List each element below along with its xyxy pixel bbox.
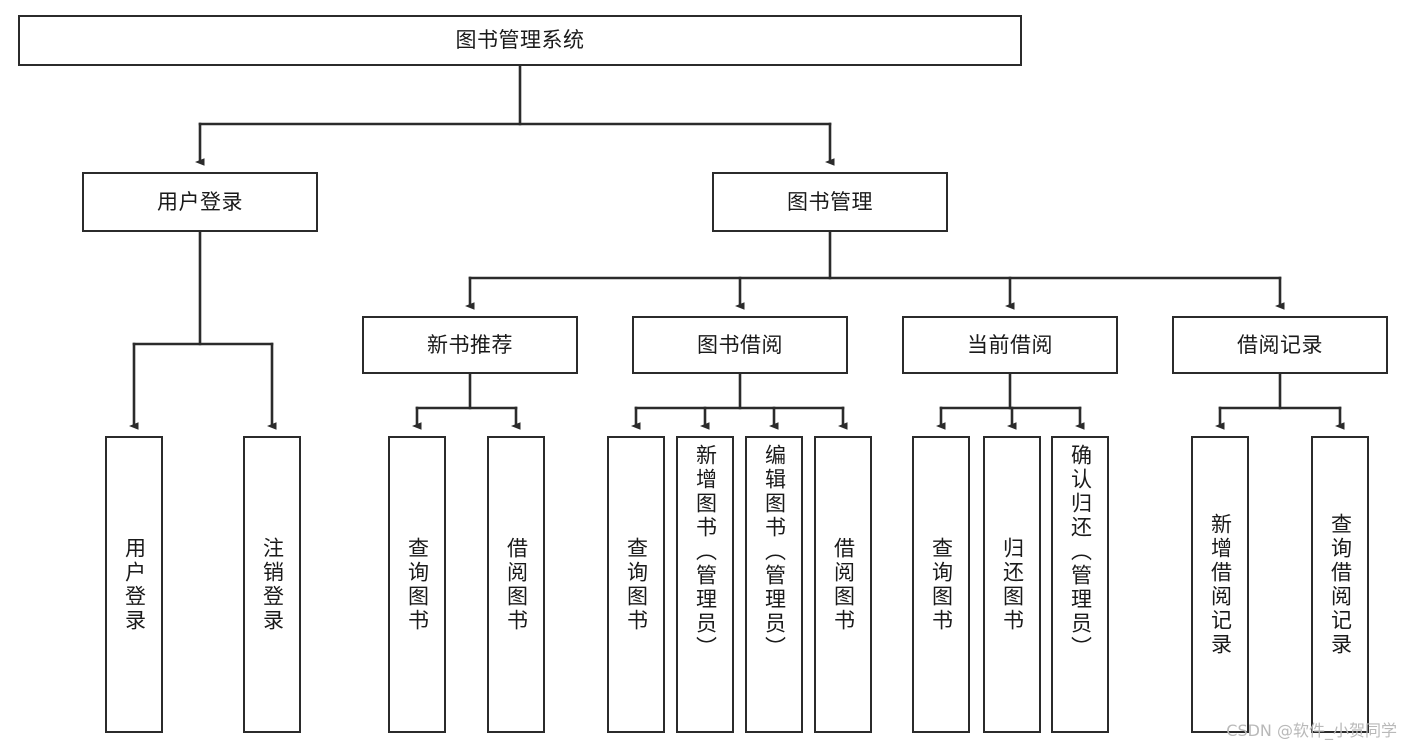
node-label: 查询图书 bbox=[405, 536, 430, 633]
node-label: 借阅图书 bbox=[831, 536, 856, 633]
node-login[interactable]: 用户登录 bbox=[82, 172, 318, 232]
node-label: 用户登录 bbox=[122, 536, 147, 633]
node-label: 图书管理 bbox=[787, 189, 873, 214]
node-leaf-rec-1[interactable]: 新增借阅记录 bbox=[1191, 436, 1249, 733]
node-leaf-login-1[interactable]: 用户登录 bbox=[105, 436, 163, 733]
node-label: 图书管理系统 bbox=[455, 28, 585, 53]
node-leaf-cur-2[interactable]: 归还图书 bbox=[983, 436, 1041, 733]
node-current[interactable]: 当前借阅 bbox=[902, 316, 1118, 374]
node-borrow[interactable]: 图书借阅 bbox=[632, 316, 848, 374]
node-label: 新增借阅记录 bbox=[1208, 512, 1233, 657]
node-label: 图书借阅 bbox=[697, 332, 783, 357]
node-leaf-new-2[interactable]: 借阅图书 bbox=[487, 436, 545, 733]
node-root[interactable]: 图书管理系统 bbox=[18, 15, 1022, 66]
node-label: 新增图书（管理员） bbox=[693, 444, 718, 660]
node-leaf-bor-3[interactable]: 编辑图书（管理员） bbox=[745, 436, 803, 733]
node-label: 注销登录 bbox=[260, 536, 285, 633]
node-label: 查询借阅记录 bbox=[1328, 512, 1353, 657]
node-label: 新书推荐 bbox=[427, 332, 513, 357]
node-label: 归还图书 bbox=[1000, 536, 1025, 633]
node-leaf-new-1[interactable]: 查询图书 bbox=[388, 436, 446, 733]
node-leaf-cur-3[interactable]: 确认归还（管理员） bbox=[1051, 436, 1109, 733]
node-leaf-login-2[interactable]: 注销登录 bbox=[243, 436, 301, 733]
node-label: 借阅记录 bbox=[1237, 332, 1323, 357]
node-label: 编辑图书（管理员） bbox=[762, 444, 787, 660]
node-bookmgmt[interactable]: 图书管理 bbox=[712, 172, 948, 232]
watermark: CSDN @软件_小贺同学 bbox=[1226, 721, 1397, 740]
node-leaf-bor-1[interactable]: 查询图书 bbox=[607, 436, 665, 733]
node-label: 查询图书 bbox=[929, 536, 954, 633]
node-label: 当前借阅 bbox=[967, 332, 1053, 357]
node-leaf-rec-2[interactable]: 查询借阅记录 bbox=[1311, 436, 1369, 733]
node-records[interactable]: 借阅记录 bbox=[1172, 316, 1388, 374]
node-label: 确认归还（管理员） bbox=[1068, 444, 1093, 660]
node-newbook[interactable]: 新书推荐 bbox=[362, 316, 578, 374]
node-label: 查询图书 bbox=[624, 536, 649, 633]
node-leaf-bor-2[interactable]: 新增图书（管理员） bbox=[676, 436, 734, 733]
node-label: 借阅图书 bbox=[504, 536, 529, 633]
node-leaf-cur-1[interactable]: 查询图书 bbox=[912, 436, 970, 733]
node-label: 用户登录 bbox=[157, 189, 243, 214]
node-leaf-bor-4[interactable]: 借阅图书 bbox=[814, 436, 872, 733]
